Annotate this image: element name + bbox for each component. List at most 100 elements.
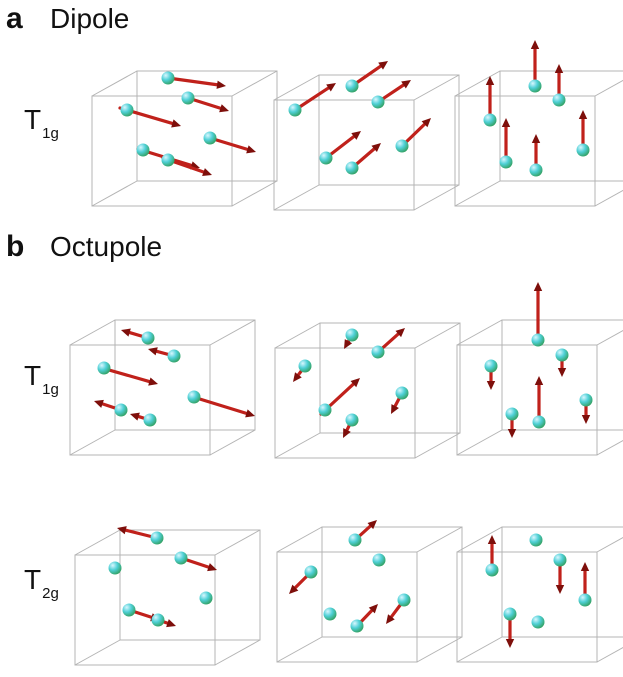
moment-arrow [186, 96, 229, 113]
ion-sphere [161, 153, 175, 167]
ion-site [531, 282, 545, 347]
arrow-shaft [208, 136, 249, 151]
cube-edge [414, 322, 461, 349]
arrow-head [343, 428, 351, 438]
cube-edge [456, 429, 503, 456]
ion-sphere [576, 143, 590, 157]
arrow-shaft [293, 86, 331, 112]
cube-back-face [501, 526, 623, 638]
ion-sphere [528, 79, 542, 93]
arrow-head [501, 118, 511, 127]
ion-site [553, 553, 567, 594]
arrow-head [530, 40, 540, 49]
cube-edge [209, 429, 256, 456]
cube-back-face [501, 319, 623, 431]
ion-sphere [150, 531, 164, 545]
ion-sphere [304, 565, 318, 579]
ion-sphere [531, 333, 545, 347]
cube-edge [214, 639, 261, 666]
cube-edge [456, 636, 503, 663]
row-label-dipole-t1g: T1g [24, 104, 59, 143]
cube-front-face [276, 551, 418, 663]
moment-arrow [501, 118, 511, 164]
ion-site [345, 143, 381, 175]
arrow-head [368, 604, 378, 614]
panel-dipole-t1g-z [454, 40, 623, 207]
ion-sphere [579, 393, 593, 407]
cube-edge [456, 319, 503, 346]
ion-sphere [552, 93, 566, 107]
arrow-head [401, 80, 411, 89]
ion-site [199, 591, 213, 605]
moment-arrow [166, 76, 226, 89]
ion-site [117, 526, 164, 545]
ion-site [484, 359, 498, 390]
ion-site [203, 131, 256, 154]
cube-edge [209, 319, 256, 346]
ion-sphere [348, 533, 362, 547]
ion-site [372, 553, 386, 567]
panel-octupole-t1g-z [456, 282, 623, 456]
cube-edge [276, 526, 323, 553]
moment-arrow [208, 136, 256, 154]
ion-sphere [298, 359, 312, 373]
arrow-head [121, 328, 131, 337]
ion-site [529, 134, 543, 177]
ion-sphere [505, 407, 519, 421]
moment-arrow [533, 282, 543, 342]
arrow-head [219, 104, 229, 113]
arrow-head [148, 347, 158, 356]
ion-site [395, 118, 431, 153]
ion-sphere [395, 386, 409, 400]
row-label-octupole-t1g: T1g [24, 360, 59, 399]
arrow-head [486, 381, 496, 390]
cube-edge [231, 70, 278, 97]
arrow-head [554, 64, 564, 73]
ion-sphere [395, 139, 409, 153]
arrow-head [293, 372, 302, 382]
cube-back-face [136, 70, 278, 182]
arrow-head [245, 409, 255, 418]
ion-sphere [136, 143, 150, 157]
ion-site [552, 64, 566, 107]
ion-site [386, 593, 411, 624]
arrow-shaft [166, 76, 219, 87]
ion-site [345, 61, 388, 93]
arrow-head [117, 526, 127, 535]
ion-site [371, 80, 411, 109]
ion-site [528, 40, 542, 93]
ion-sphere [371, 345, 385, 359]
ion-site [344, 328, 359, 349]
ion-sphere [161, 71, 175, 85]
ion-sphere [483, 113, 497, 127]
ion-sphere [174, 551, 188, 565]
cube-edge [69, 429, 116, 456]
ion-site [350, 604, 378, 633]
ion-site [108, 561, 122, 575]
arrow-head [378, 61, 388, 70]
ion-site [161, 153, 212, 177]
ion-sphere [319, 151, 333, 165]
ion-sphere [151, 613, 165, 627]
arrow-head [148, 377, 158, 386]
ion-sphere [397, 593, 411, 607]
arrow-head [578, 110, 588, 119]
arrow-head [507, 429, 517, 438]
ion-site [505, 407, 519, 438]
ion-sphere [555, 348, 569, 362]
arrow-head [581, 415, 591, 424]
ion-site [578, 562, 592, 607]
arrow-head [171, 119, 181, 128]
ion-site [348, 520, 377, 547]
ion-site [531, 615, 545, 629]
moment-arrow [324, 131, 361, 160]
cube-edge [74, 529, 121, 556]
cube-back-face [318, 74, 460, 186]
arrow-head [391, 404, 399, 414]
arrow-head [289, 584, 299, 594]
ion-sphere [167, 349, 181, 363]
cube-edge [274, 322, 321, 349]
ion-site [151, 613, 176, 628]
cube-edge [594, 79, 623, 97]
cube-edge [416, 526, 463, 553]
